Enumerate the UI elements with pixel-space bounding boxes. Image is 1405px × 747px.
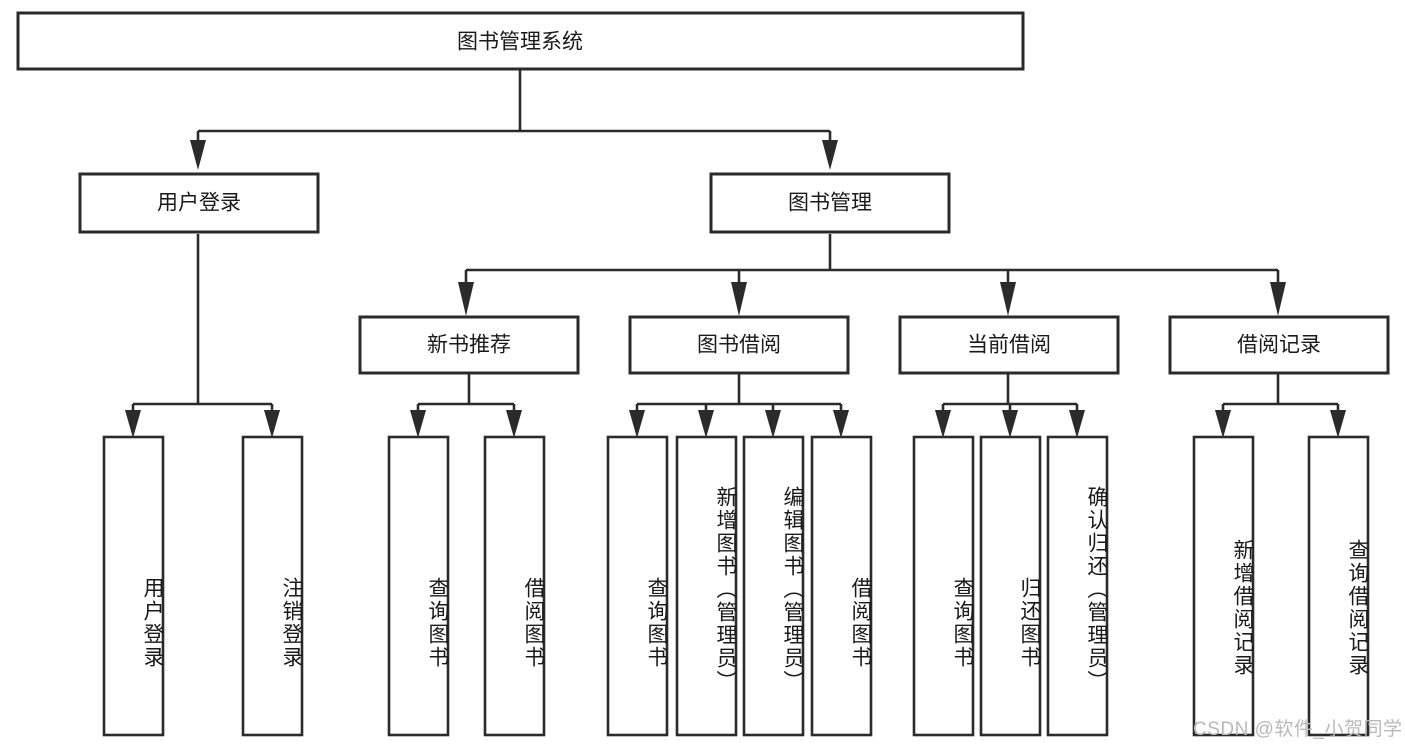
node-user-login-label: 用户登录 [157, 192, 241, 215]
node-borrow-record-label: 借阅记录 [1237, 334, 1321, 357]
connector-newbook-to-leaves [410, 374, 522, 438]
node-new-book-recommend-label: 新书推荐 [427, 334, 511, 357]
connector-bookborrow-to-leaves [629, 374, 849, 438]
arrow-head-icon [1215, 410, 1231, 438]
leaf-box-book-borrow-0[interactable] [606, 435, 669, 737]
node-book-management-label: 图书管理 [788, 192, 872, 215]
leaf-box-user-login-0[interactable] [102, 435, 165, 737]
arrow-head-icon [698, 410, 714, 438]
arrow-head-icon [629, 410, 645, 438]
node-current-borrow-label: 当前借阅 [967, 334, 1051, 357]
node-user-login[interactable]: 用户登录 [78, 172, 320, 234]
connector-borrowrecord-to-leaves [1215, 374, 1346, 438]
leaf-box-current-borrow-1[interactable] [979, 435, 1042, 737]
leaf-box-new-book-0[interactable] [387, 435, 450, 737]
arrow-head-icon [506, 410, 522, 438]
arrow-head-icon [264, 410, 280, 438]
arrow-head-icon [1069, 410, 1085, 438]
arrow-head-icon [765, 410, 781, 438]
connector-userlogin-to-leaves [125, 234, 280, 438]
leaf-box-new-book-1[interactable] [483, 435, 546, 737]
node-book-borrow[interactable]: 图书借阅 [628, 315, 850, 375]
leaf-box-current-borrow-2[interactable] [1046, 435, 1109, 737]
leaf-box-current-borrow-0[interactable] [912, 435, 975, 737]
connector-bookmgmt-to-level3 [458, 234, 1286, 316]
arrow-head-icon [125, 410, 141, 438]
arrow-head-icon [822, 140, 838, 170]
csdn-watermark: CSDN @软件_小贺同学 [1193, 719, 1403, 740]
leaf-box-book-borrow-2[interactable] [742, 435, 805, 737]
arrow-head-icon [1000, 282, 1016, 316]
leaf-box-user-login-1[interactable] [241, 435, 304, 737]
node-book-borrow-label: 图书借阅 [697, 334, 781, 357]
arrow-head-icon [935, 410, 951, 438]
node-root-system[interactable]: 图书管理系统 [16, 11, 1025, 71]
arrow-head-icon [410, 410, 426, 438]
leaf-box-book-borrow-1[interactable] [675, 435, 738, 737]
leaf-box-book-borrow-3[interactable] [810, 435, 873, 737]
leaf-box-borrow-record-0[interactable] [1192, 435, 1255, 737]
arrow-head-icon [731, 282, 747, 316]
arrow-head-icon [1270, 282, 1286, 316]
arrow-head-icon [1002, 410, 1018, 438]
arrow-head-icon [458, 282, 474, 316]
connector-root-to-level2 [190, 70, 838, 170]
arrow-head-icon [190, 140, 206, 170]
node-borrow-record[interactable]: 借阅记录 [1168, 315, 1390, 375]
node-root-label: 图书管理系统 [457, 31, 583, 54]
node-book-management[interactable]: 图书管理 [709, 172, 951, 234]
arrow-head-icon [833, 410, 849, 438]
connector-currentborrow-to-leaves [935, 374, 1085, 438]
leaf-box-borrow-record-1[interactable] [1307, 435, 1370, 737]
arrow-head-icon [1330, 410, 1346, 438]
node-current-borrow[interactable]: 当前借阅 [898, 315, 1120, 375]
node-new-book-recommend[interactable]: 新书推荐 [358, 315, 580, 375]
